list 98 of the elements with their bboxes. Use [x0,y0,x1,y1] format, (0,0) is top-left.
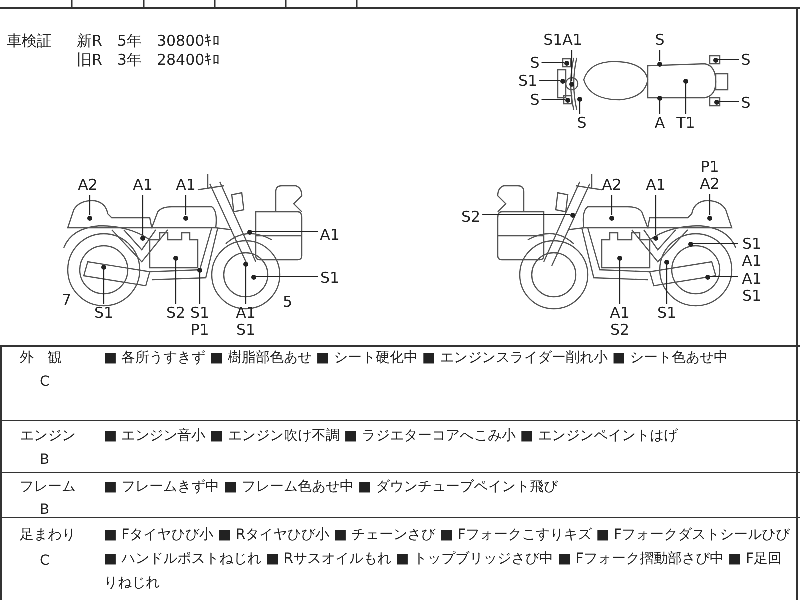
leader-line [710,276,738,278]
grade-label: B [40,451,50,470]
leader-line [542,99,566,101]
leader-line [175,260,177,304]
damage-code-label: S1 [320,270,340,287]
marker-dot [688,242,694,246]
leader-line [611,195,613,216]
marker-dot [102,264,106,270]
marker-dot [654,236,658,240]
marker-dot [708,216,712,220]
leader-line [709,194,711,216]
grade-label: B [40,501,50,520]
damage-code-label: A1 [320,227,340,244]
leader-line [245,266,247,304]
mileage-text: 新R 5年 30800ｷﾛ [77,33,221,50]
leader-line [542,62,564,64]
leader-line [579,102,581,114]
callout-number: 5 [283,294,293,311]
leader-line [89,195,91,216]
damage-code-label: S1 [94,305,114,322]
marker-dot [664,260,670,264]
damage-code-label: A1 [646,177,666,194]
leader-line [694,243,738,245]
mileage-text: 旧R 3年 28400ｷﾛ [77,52,221,69]
condition-text: ■ 各所うすきず ■ 樹脂部色あせ ■ シート硬化中 ■ エンジンスライダー削れ小 ■ シート色あせ中 [104,349,730,368]
marker-dot [88,216,92,220]
damage-code-label: S2 [166,305,186,322]
marker-dot [140,236,146,240]
leader-line [256,276,318,278]
damage-code-label: A [654,115,666,132]
leader-line [720,101,740,103]
damage-code-label: T1 [676,115,696,132]
marker-dot [658,96,662,100]
damage-code-label: S [741,52,751,69]
marker-dot [610,216,614,220]
damage-code-label: S2 [461,209,481,226]
category-label: フレーム [20,478,76,497]
leader-line [666,264,668,304]
leader-line [142,195,144,236]
marker-dot [714,58,718,62]
damage-code-label: A1 S2 [608,305,632,339]
damage-code-label: S [530,92,540,109]
damage-code-label: S [577,115,587,132]
damage-code-label: S1 A1 [740,236,764,270]
leader-line [199,272,201,304]
leader-line [655,195,657,236]
marker-dot [658,62,662,66]
certificate-label: 車検証 [7,33,52,50]
category-label: 外 観 [20,349,62,368]
marker-dot [714,100,720,104]
damage-code-label: A1 S1 [740,271,764,305]
damage-code-label: A1 S1 [234,305,258,339]
damage-code-label: S [655,32,665,49]
damage-code-label: S1 [657,305,677,322]
grade-label: C [40,373,50,392]
category-label: 足まわり [20,526,76,545]
marker-dot [564,60,570,66]
leader-line [718,59,740,61]
damage-code-label: S1A1 [544,32,582,49]
damage-code-label: A1 [176,177,196,194]
callout-number: 7 [62,292,72,309]
leader-line [540,80,560,82]
leader-line [185,195,187,216]
marker-dot [618,256,622,260]
damage-code-label: S1 P1 [188,305,212,339]
leader-line [685,84,687,114]
marker-dot [706,274,710,280]
damage-code-label: A2 [78,177,98,194]
marker-dot [248,230,252,234]
marker-dot [566,98,570,102]
marker-dot [184,216,188,220]
condition-text: ■ フレームきず中 ■ フレーム色あせ中 ■ ダウンチューブペイント飛び [104,478,560,497]
marker-dot [198,268,202,272]
marker-dot [570,212,576,218]
marker-dot [252,274,256,280]
leader-line [659,100,661,114]
condition-text: ■ Fタイヤひび小 ■ Rタイヤひび小 ■ チェーンさび ■ Fフォークこすりキズ ■ Fフォークダストシールひび ■ ハンドルポストねじれ ■ Rサスオイルもれ ■ トップブリッジさび中 ■ Fフォーク摺動部さび中 ■ F足回りねじれ [104,526,792,593]
leader-line [619,260,621,304]
damage-code-label: A2 [602,177,622,194]
damage-code-label: A1 [133,177,153,194]
marker-dot [570,82,574,86]
leader-line [252,231,318,233]
damage-code-label: S1 [518,73,538,90]
marker-dot [684,78,688,84]
leader-line [571,50,573,82]
marker-dot [244,262,248,266]
damage-code-label: S [741,95,751,112]
marker-dot [174,256,178,260]
grade-label: C [40,552,50,571]
leader-line [482,214,570,216]
leader-line [659,50,661,62]
condition-text: ■ エンジン音小 ■ エンジン吹け不調 ■ ラジエターコアへこみ小 ■ エンジンペイントはげ [104,427,680,446]
marker-dot [578,96,582,102]
damage-code-label: P1 A2 [698,159,722,193]
marker-dot [560,78,566,84]
damage-code-label: S [530,55,540,72]
category-label: エンジン [20,427,76,446]
leader-line [103,270,105,304]
